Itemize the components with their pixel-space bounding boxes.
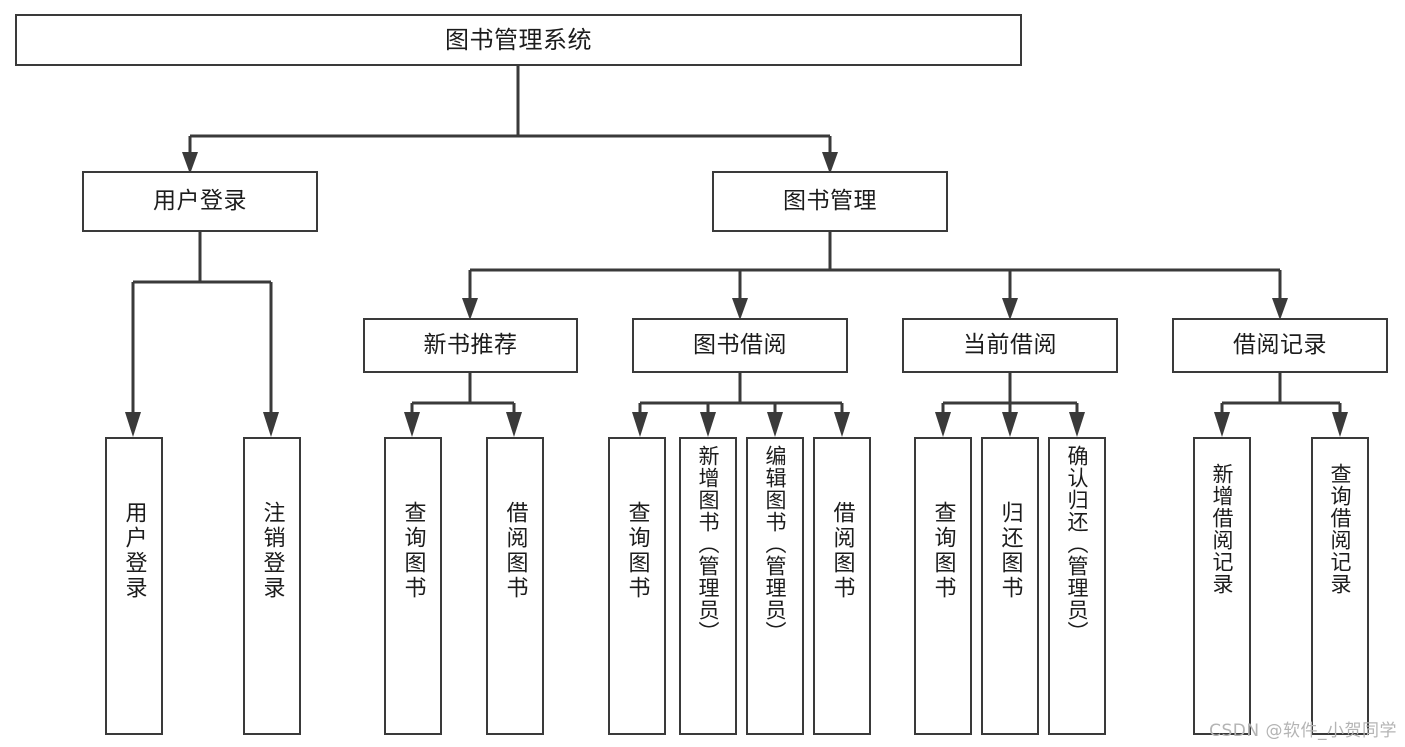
node-borrow-record-label: 借阅记录	[1233, 331, 1327, 358]
leaf-current-return-book-label: 归还图书	[997, 501, 1023, 601]
leaf-current-confirm-return-admin[interactable]: 确认归还（管理员）	[1048, 437, 1106, 735]
leaf-borrow-query-book-label: 查询图书	[624, 501, 650, 601]
csdn-watermark: CSDN @软件_小贺同学	[1209, 721, 1397, 741]
node-book-borrow[interactable]: 图书借阅	[632, 318, 848, 373]
leaf-record-add-record[interactable]: 新增借阅记录	[1193, 437, 1251, 735]
leaf-borrow-add-book-admin[interactable]: 新增图书（管理员）	[679, 437, 737, 735]
leaf-borrow-edit-book-admin[interactable]: 编辑图书（管理员）	[746, 437, 804, 735]
leaf-current-query-book[interactable]: 查询图书	[914, 437, 972, 735]
leaf-newbook-query-book-label: 查询图书	[400, 501, 426, 601]
node-book-management[interactable]: 图书管理	[712, 171, 948, 232]
leaf-borrow-borrow-book-label: 借阅图书	[829, 501, 855, 601]
node-book-borrow-label: 图书借阅	[693, 331, 787, 358]
node-root-label: 图书管理系统	[445, 25, 592, 54]
leaf-current-confirm-return-admin-label: 确认归还（管理员）	[1065, 445, 1090, 643]
leaf-current-return-book[interactable]: 归还图书	[981, 437, 1039, 735]
node-book-management-label: 图书管理	[783, 187, 877, 214]
leaf-newbook-borrow-book-label: 借阅图书	[502, 501, 528, 601]
node-user-login-label: 用户登录	[153, 187, 247, 214]
leaf-current-query-book-label: 查询图书	[930, 501, 956, 601]
leaf-logout[interactable]: 注销登录	[243, 437, 301, 735]
leaf-record-query-record-label: 查询借阅记录	[1328, 463, 1353, 595]
leaf-borrow-add-book-admin-label: 新增图书（管理员）	[696, 445, 721, 643]
leaf-record-query-record[interactable]: 查询借阅记录	[1311, 437, 1369, 735]
node-current-borrow[interactable]: 当前借阅	[902, 318, 1118, 373]
node-root[interactable]: 图书管理系统	[15, 14, 1022, 66]
leaf-newbook-borrow-book[interactable]: 借阅图书	[486, 437, 544, 735]
leaf-borrow-borrow-book[interactable]: 借阅图书	[813, 437, 871, 735]
leaf-user-login-label: 用户登录	[121, 501, 147, 601]
leaf-logout-label: 注销登录	[259, 501, 285, 601]
leaf-user-login[interactable]: 用户登录	[105, 437, 163, 735]
leaf-borrow-edit-book-admin-label: 编辑图书（管理员）	[763, 445, 788, 643]
leaf-newbook-query-book[interactable]: 查询图书	[384, 437, 442, 735]
node-user-login[interactable]: 用户登录	[82, 171, 318, 232]
leaf-borrow-query-book[interactable]: 查询图书	[608, 437, 666, 735]
node-borrow-record[interactable]: 借阅记录	[1172, 318, 1388, 373]
node-current-borrow-label: 当前借阅	[963, 331, 1057, 358]
node-new-book-recommend[interactable]: 新书推荐	[363, 318, 578, 373]
node-new-book-recommend-label: 新书推荐	[423, 331, 518, 358]
leaf-record-add-record-label: 新增借阅记录	[1210, 463, 1235, 595]
